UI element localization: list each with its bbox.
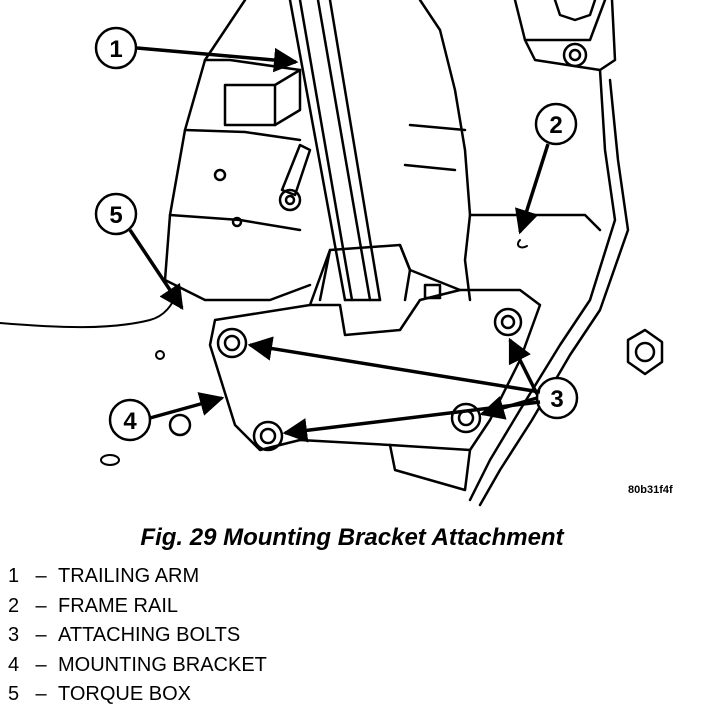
legend-item: 3–ATTACHING BOLTS [8, 621, 267, 651]
callout-5-circle [94, 192, 138, 236]
attaching-bolts [216, 307, 523, 452]
torque-box [163, 0, 312, 302]
legend-item: 1–TRAILING ARM [8, 562, 267, 592]
callout-1-circle [94, 26, 138, 70]
legend-number: 4 [8, 653, 20, 676]
trailing-arm [288, 0, 382, 302]
legend-number: 3 [8, 624, 20, 646]
leader-1 [136, 46, 299, 73]
legend-item: 5–TORQUE BOX [8, 680, 267, 710]
legend-label: TORQUE BOX [58, 683, 191, 705]
legend-number: 1 [8, 565, 20, 587]
legend-separator: – [35, 594, 47, 617]
leader-2 [515, 143, 550, 235]
callout-1-label: 1 [109, 36, 122, 63]
legend-separator: – [35, 624, 47, 646]
legend-number: 2 [8, 594, 20, 617]
legend-item: 2–FRAME RAIL [8, 592, 267, 622]
legend-label: MOUNTING BRACKET [58, 653, 267, 676]
legend-label: FRAME RAIL [58, 594, 179, 617]
loose-nut [626, 328, 664, 376]
legend-label: ATTACHING BOLTS [58, 624, 241, 646]
leader-3d [282, 400, 541, 443]
legend-number: 5 [8, 683, 20, 705]
legend-separator: – [35, 653, 47, 676]
leader-3b [508, 337, 539, 395]
callout-4-circle [108, 398, 152, 442]
legend-item: 4–MOUNTING BRACKET [8, 651, 267, 681]
figure-reference-code: 80b31f4f [628, 484, 673, 496]
callout-5-label: 5 [109, 202, 122, 229]
frame-rail [418, 0, 472, 302]
legend-label: TRAILING ARM [58, 565, 200, 587]
callout-2-circle [534, 102, 578, 146]
callout-4-label: 4 [123, 408, 137, 435]
legend-separator: – [35, 565, 47, 587]
callout-2-label: 2 [549, 112, 562, 139]
leader-4 [149, 392, 225, 420]
legend-list: 1–TRAILING ARM 2–FRAME RAIL 3–ATTACHING … [8, 562, 267, 710]
leader-5 [128, 229, 184, 311]
callout-3-label: 3 [550, 386, 563, 413]
mounting-bracket-illustration: 1 2 3 4 5 [0, 0, 664, 507]
leader-3a [247, 336, 541, 394]
legend-separator: – [35, 683, 47, 705]
figure-caption: Fig. 29 Mounting Bracket Attachment [140, 524, 564, 551]
